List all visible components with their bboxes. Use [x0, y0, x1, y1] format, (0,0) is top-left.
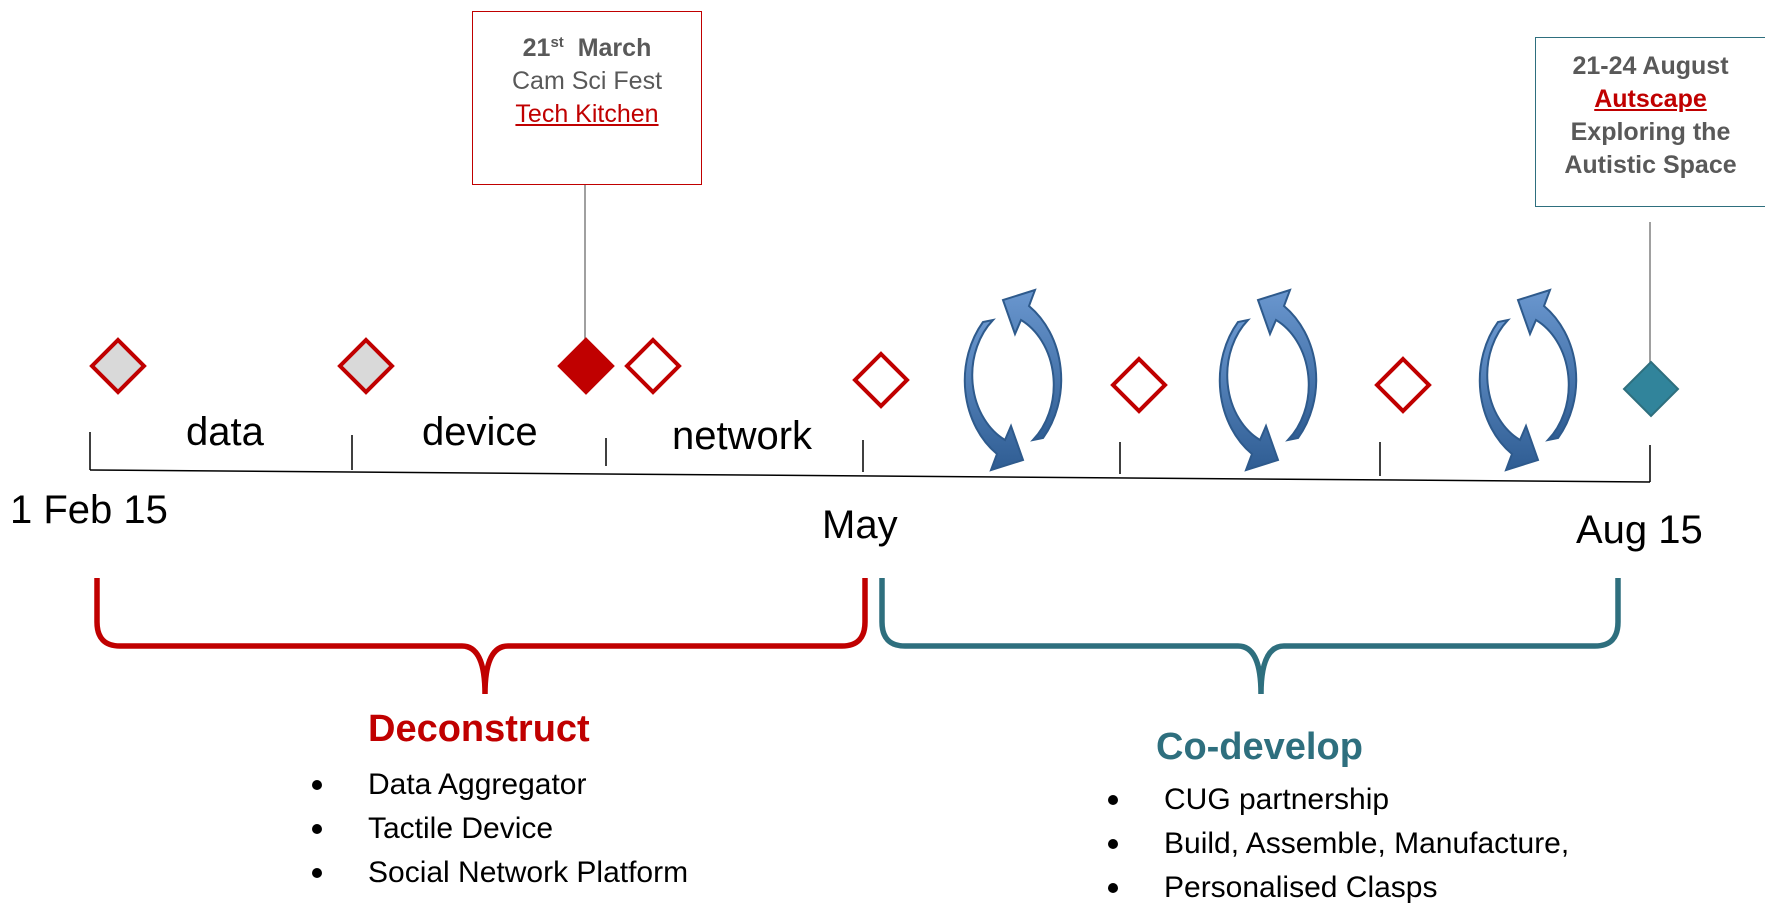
end-date-label: Aug 15	[1576, 508, 1703, 552]
list-item: Data Aggregator	[298, 763, 688, 807]
diamond-marker-icon	[624, 337, 682, 395]
list-item: CUG partnership	[1094, 778, 1569, 822]
august-callout: 21-24 August Autscape Exploring the Auti…	[1535, 37, 1765, 207]
list-item: Tactile Device	[298, 807, 688, 851]
start-date-label: 1 Feb 15	[10, 488, 168, 532]
deconstruct-brace	[94, 578, 868, 695]
codevelop-brace	[879, 578, 1621, 695]
segment-label-device: device	[422, 410, 538, 454]
march-callout: 21st March Cam Sci Fest Tech Kitchen	[472, 11, 702, 185]
march-callout-date: 21st March	[522, 34, 652, 62]
list-item: Personalised Clasps	[1094, 866, 1569, 910]
autscape-link[interactable]: Autscape	[1594, 85, 1707, 113]
timeline-ticks	[89, 432, 1651, 482]
segment-label-network: network	[672, 414, 813, 458]
list-item: Build, Assemble, Manufacture,	[1094, 822, 1569, 866]
tech-kitchen-link[interactable]: Tech Kitchen	[515, 100, 659, 128]
cycle-arrows-icon	[963, 289, 1063, 471]
august-callout-date: 21-24 August	[1572, 52, 1729, 80]
cycle-arrows-icon	[1478, 289, 1578, 471]
august-callout-line4: Autistic Space	[1564, 151, 1737, 179]
codevelop-title: Co-develop	[1156, 726, 1363, 768]
segment-label-data: data	[186, 410, 264, 454]
deconstruct-title: Deconstruct	[368, 708, 590, 750]
march-callout-event: Cam Sci Fest	[511, 67, 663, 95]
diamond-marker-icon	[1622, 360, 1680, 418]
diamond-marker-icon	[89, 337, 147, 395]
diamond-marker-icon	[1374, 356, 1432, 414]
august-callout-line3: Exploring the	[1570, 118, 1731, 146]
deconstruct-list: Data Aggregator Tactile Device Social Ne…	[298, 763, 688, 895]
list-item: Social Network Platform	[298, 851, 688, 895]
timeline-axis	[89, 469, 1651, 483]
cycle-arrows-icon	[1218, 289, 1318, 471]
codevelop-list: CUG partnership Build, Assemble, Manufac…	[1094, 778, 1569, 910]
diamond-marker-icon	[852, 351, 910, 409]
diamond-marker-icon	[337, 337, 395, 395]
mid-date-label: May	[822, 503, 898, 547]
diamond-marker-icon	[1110, 356, 1168, 414]
diamond-marker-icon	[557, 337, 615, 395]
